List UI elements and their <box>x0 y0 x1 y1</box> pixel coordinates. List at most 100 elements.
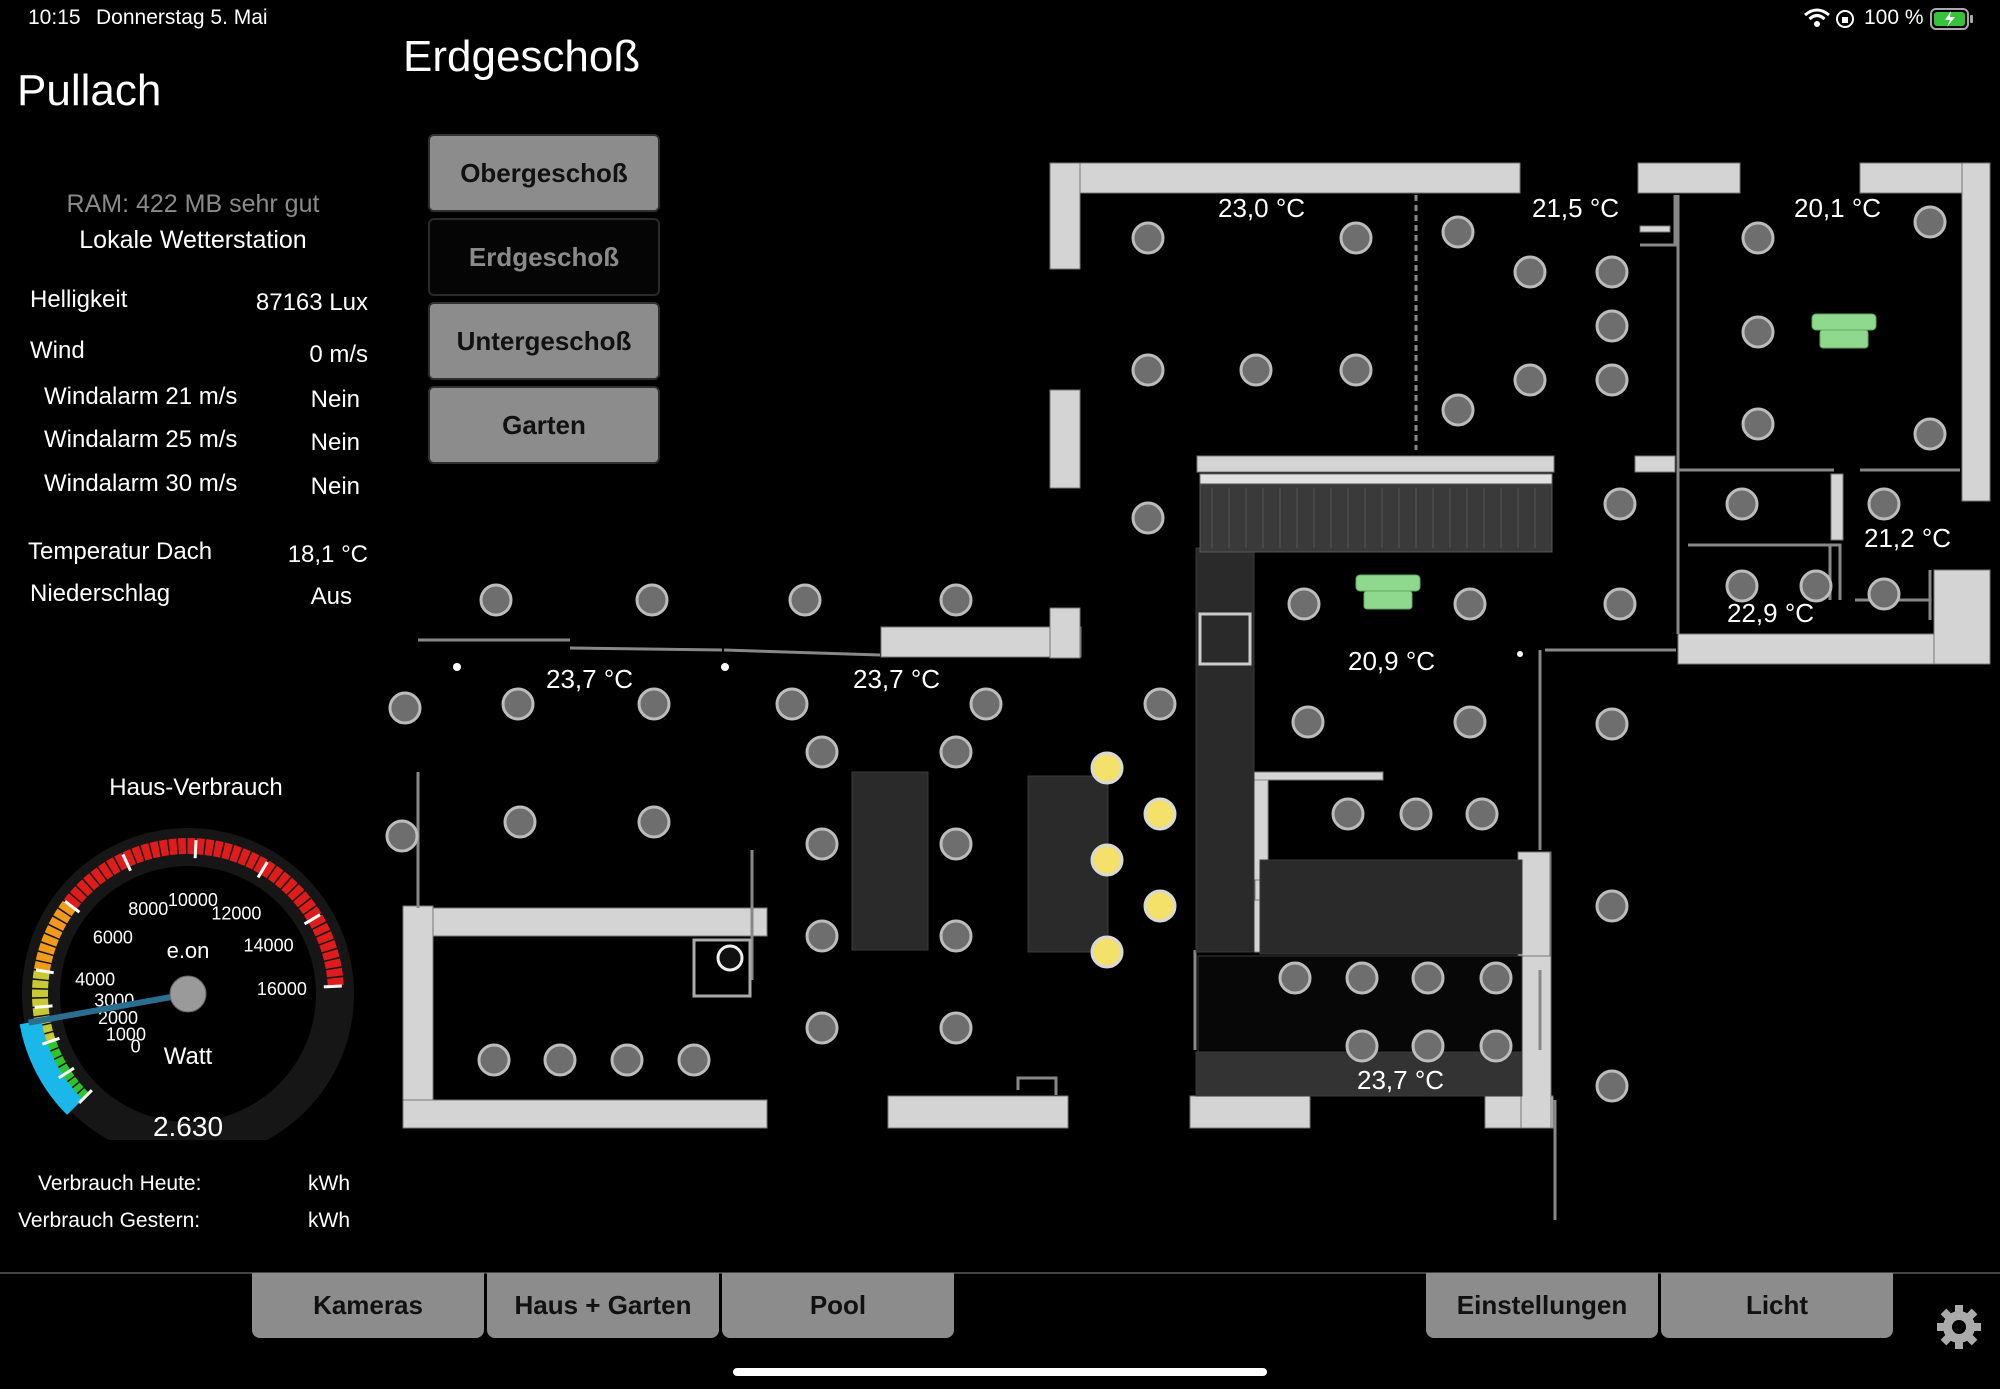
gauge-band-segment <box>106 857 121 875</box>
room-temp: 22,9 °C <box>1727 598 1815 628</box>
tab-cameras[interactable]: Kameras <box>252 1273 484 1338</box>
ceiling-light-off <box>1287 587 1321 621</box>
ceiling-light-off <box>1741 407 1775 441</box>
weather-value-windalarm-30: Nein <box>310 473 360 500</box>
weather-station-title: Lokale Wetterstation <box>79 226 307 254</box>
weather-label-precipitation: Niederschlag <box>30 580 171 607</box>
ceiling-light-off <box>805 735 839 769</box>
ceiling-light-on <box>1143 889 1177 923</box>
gauge-band-segment <box>168 838 178 856</box>
tab-house-garden[interactable]: Haus + Garten <box>487 1273 719 1338</box>
ceiling-light-off <box>1725 569 1759 603</box>
home-indicator[interactable] <box>733 1368 1267 1376</box>
gauge-tick-label: 4000 <box>75 969 115 989</box>
ceiling-light-off <box>1595 255 1629 289</box>
room-temp: 23,7 °C <box>546 664 634 694</box>
ceiling-light-off <box>501 687 535 721</box>
gauge-band-segment <box>260 860 276 879</box>
ceiling-light-off <box>677 1043 711 1077</box>
gauge-band-segment <box>245 851 260 870</box>
gauge-tick-label: 14000 <box>244 936 294 956</box>
ram-status: RAM: 422 MB sehr gut <box>66 190 320 218</box>
gauge-band-segment <box>48 1055 66 1071</box>
ceiling-light-off <box>788 583 822 617</box>
ceiling-light-off <box>1331 797 1365 831</box>
gauge-band-segment <box>274 871 291 889</box>
ceiling-light-off <box>1345 1029 1379 1063</box>
gauge-band-segment <box>325 967 343 978</box>
gauge-tick-label: 2000 <box>98 1008 138 1028</box>
gauge-band-segment <box>35 1023 53 1035</box>
gauge-tick <box>64 900 81 914</box>
gauge-band-segment <box>69 886 87 903</box>
gauge-value-text: 2.630 <box>153 1111 223 1140</box>
orientation-lock-icon <box>1835 9 1855 29</box>
weather-label-windalarm-30: Windalarm 30 m/s <box>44 470 238 497</box>
consumption-yesterday-unit: kWh <box>308 1209 350 1232</box>
gauge-band-segment <box>41 933 59 947</box>
ceiling-light-off <box>1411 1029 1445 1063</box>
tab-pool[interactable]: Pool <box>722 1273 954 1338</box>
ceiling-light-off <box>1131 501 1165 535</box>
ceiling-light-off <box>1479 1029 1513 1063</box>
gauge-tick <box>58 1066 75 1080</box>
location-title: Pullach <box>17 66 162 115</box>
gauge-title: Haus-Verbrauch <box>109 774 283 801</box>
gauge-band-segment <box>62 1076 79 1092</box>
consumption-today-label: Verbrauch Heute: <box>38 1172 202 1195</box>
ceiling-light-off <box>1603 587 1637 621</box>
gauge-brand: e.on <box>167 938 210 963</box>
gauge-tick <box>41 1036 60 1046</box>
ceiling-light-off <box>1453 705 1487 739</box>
ceiling-light-off <box>939 919 973 953</box>
ceiling-light-off <box>388 691 422 725</box>
floor-button-garten[interactable]: Garten <box>428 386 660 464</box>
ceiling-light-off <box>637 687 671 721</box>
weather-label-windalarm-21: Windalarm 21 m/s <box>44 383 238 410</box>
consumption-yesterday-label: Verbrauch Gestern: <box>18 1209 201 1232</box>
floor-button-erdgeschoss[interactable]: Erdgeschoß <box>428 218 660 296</box>
gauge-band-segment <box>131 845 145 864</box>
gauge-tick-label: 16000 <box>257 979 307 999</box>
gauge-band-segment <box>327 977 344 986</box>
ceiling-light-on <box>1090 843 1124 877</box>
ceiling-light-off <box>610 1043 644 1077</box>
weather-value-brightness: 87163 Lux <box>255 289 368 316</box>
gauge-band-segment <box>53 908 71 924</box>
ceiling-light-off <box>805 827 839 861</box>
gauge-band-segment <box>83 873 100 891</box>
ceiling-light-off <box>1867 577 1901 611</box>
ceiling-light-off <box>1595 309 1629 343</box>
gauge-tick <box>34 1004 53 1009</box>
room-temp: 21,2 °C <box>1864 523 1952 553</box>
gauge-band-segment <box>76 879 93 897</box>
gauge-hub <box>169 975 207 1013</box>
gauge-band-segment <box>35 951 54 964</box>
gauge-tick <box>256 861 269 879</box>
weather-label-windalarm-25: Windalarm 25 m/s <box>44 426 238 453</box>
ceiling-light-off <box>939 583 973 617</box>
ceiling-light-off <box>939 827 973 861</box>
ceiling-light-off <box>1867 487 1901 521</box>
room-temp: 20,9 °C <box>1348 646 1436 676</box>
gauge-band-segment <box>281 877 298 895</box>
ceiling-light-off <box>1441 393 1475 427</box>
weather-value-windalarm-25: Nein <box>310 429 360 456</box>
ceiling-light-off <box>637 805 671 839</box>
tab-settings[interactable]: Einstellungen <box>1426 1273 1658 1338</box>
ceiling-light-on <box>1090 935 1124 969</box>
tab-light[interactable]: Licht <box>1661 1273 1893 1338</box>
floor-plan <box>380 150 2000 1250</box>
ceiling-light-off <box>1799 569 1833 603</box>
gauge-band-segment <box>48 916 67 931</box>
gauge-tick <box>303 913 321 926</box>
weather-value-windalarm-21: Nein <box>310 386 360 413</box>
gauge-band-segment <box>67 1082 84 1098</box>
ceiling-light-off <box>1913 417 1947 451</box>
gear-icon[interactable] <box>1934 1302 1984 1352</box>
gauge-band-segment <box>237 848 251 866</box>
floor-button-obergeschoss[interactable]: Obergeschoß <box>428 134 660 212</box>
ceiling-light-off <box>805 919 839 953</box>
gauge-band-segment <box>149 841 161 859</box>
floor-button-untergeschoss[interactable]: Untergeschoß <box>428 302 660 380</box>
